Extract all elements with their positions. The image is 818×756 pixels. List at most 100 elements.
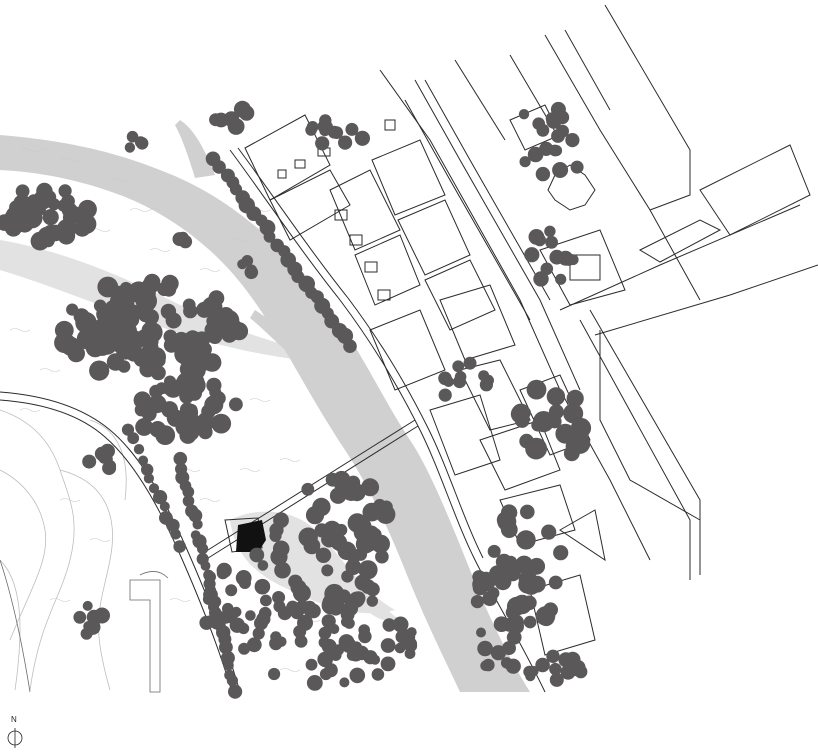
- tree: [523, 615, 537, 629]
- tree: [502, 641, 516, 656]
- street-grid: [379, 4, 818, 580]
- tree: [164, 375, 176, 388]
- tree: [339, 677, 350, 688]
- tree: [544, 225, 556, 237]
- north-arrow-icon: [7, 728, 23, 748]
- tree: [373, 498, 387, 512]
- tree: [257, 560, 269, 571]
- tree: [338, 135, 353, 150]
- river: [0, 120, 530, 692]
- tree: [125, 344, 143, 362]
- tree: [315, 136, 330, 151]
- tree: [565, 133, 580, 148]
- tree: [135, 418, 154, 436]
- city-blocks: [224, 104, 626, 656]
- tree: [0, 214, 13, 231]
- tree: [143, 473, 154, 484]
- tree: [197, 543, 209, 555]
- tree: [176, 372, 195, 391]
- tree: [555, 423, 576, 444]
- tree: [254, 616, 268, 631]
- tree: [204, 571, 217, 583]
- tree: [452, 360, 465, 373]
- tree: [305, 124, 317, 136]
- tree: [94, 607, 110, 624]
- tree: [197, 342, 212, 357]
- tree: [119, 281, 133, 295]
- tree: [370, 654, 381, 665]
- tree: [516, 530, 536, 550]
- tree: [322, 121, 333, 132]
- tree: [347, 513, 367, 533]
- tree: [164, 404, 178, 418]
- tree: [149, 421, 166, 438]
- tree: [305, 658, 318, 671]
- tree: [519, 156, 531, 168]
- tree: [20, 207, 39, 227]
- tree: [375, 549, 389, 564]
- contour-lines: [0, 409, 127, 691]
- tree: [290, 579, 307, 596]
- tree: [521, 575, 541, 595]
- tree: [453, 375, 467, 389]
- tree: [504, 555, 518, 569]
- tree: [514, 413, 530, 428]
- tree: [306, 675, 323, 691]
- tree: [493, 616, 510, 632]
- tree: [513, 595, 526, 609]
- tree: [182, 342, 196, 356]
- tree: [42, 224, 60, 243]
- tree: [254, 578, 271, 595]
- tree: [549, 144, 561, 157]
- tree: [532, 117, 545, 130]
- tree: [318, 626, 332, 640]
- tree: [371, 668, 385, 681]
- tree: [238, 622, 250, 635]
- tree: [346, 649, 358, 661]
- tree: [82, 600, 93, 611]
- tree: [209, 606, 222, 619]
- tree: [520, 504, 535, 520]
- tree: [365, 582, 380, 597]
- tree: [274, 561, 291, 579]
- tree: [505, 605, 520, 620]
- tree: [200, 561, 211, 571]
- tree: [354, 130, 370, 146]
- tree: [301, 482, 315, 496]
- tree: [96, 305, 115, 324]
- tree: [286, 600, 299, 614]
- tree: [211, 413, 232, 434]
- tree: [82, 454, 97, 469]
- tree: [134, 403, 148, 417]
- tree: [182, 495, 195, 507]
- tree: [546, 113, 562, 129]
- tree: [549, 672, 564, 687]
- tree: [563, 403, 584, 424]
- tree: [480, 660, 491, 672]
- tree: [351, 667, 363, 680]
- tree: [525, 671, 536, 682]
- tree: [157, 282, 172, 297]
- tree: [192, 519, 203, 530]
- tree: [63, 207, 81, 225]
- tree: [229, 322, 249, 341]
- tree: [527, 146, 544, 163]
- tree: [476, 627, 486, 638]
- tree: [570, 160, 584, 174]
- tree: [343, 339, 357, 354]
- tree: [382, 618, 396, 632]
- tree: [170, 529, 181, 540]
- tree: [526, 379, 547, 400]
- tree: [546, 649, 560, 663]
- tree-canopy: [0, 100, 592, 699]
- tree: [525, 437, 547, 460]
- tree: [73, 610, 87, 624]
- tree: [102, 461, 117, 476]
- tree: [304, 606, 317, 619]
- tree: [233, 100, 251, 118]
- tree: [336, 472, 350, 486]
- tree: [551, 129, 565, 143]
- tree: [115, 293, 135, 314]
- tree: [535, 166, 551, 182]
- tree: [66, 303, 79, 316]
